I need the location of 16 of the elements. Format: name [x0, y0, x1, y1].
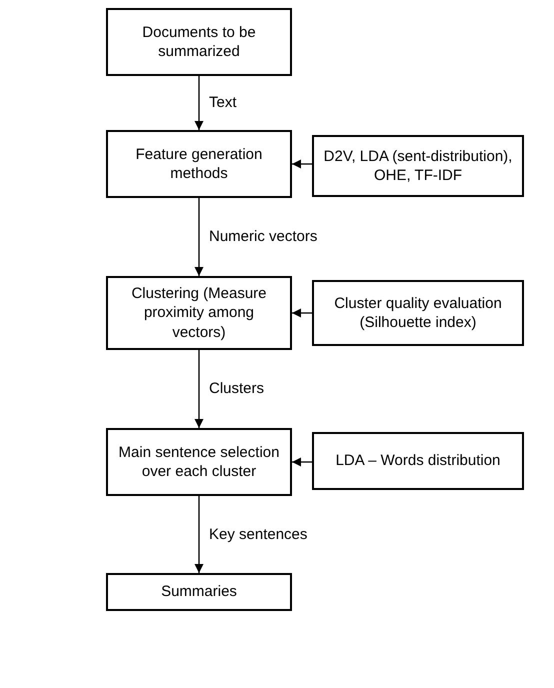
process-box: Clustering (Measure proximity among vectors) — [106, 276, 292, 350]
arrow — [194, 496, 204, 573]
arrow — [194, 350, 204, 428]
process-box: Summaries — [106, 573, 292, 611]
arrow — [292, 308, 312, 318]
process-box: Feature generation methods — [106, 130, 292, 198]
arrow — [292, 457, 312, 467]
process-box: Main sentence selection over each cluster — [106, 428, 292, 496]
process-box: D2V, LDA (sent-distribution), OHE, TF-IDF — [312, 135, 524, 197]
arrow — [194, 76, 204, 130]
arrow — [292, 159, 312, 169]
edge-label: Key sentences — [207, 526, 310, 542]
process-box: LDA – Words distribution — [312, 432, 524, 490]
process-box: Cluster quality evaluation (Silhouette index) — [312, 280, 524, 346]
process-box: Documents to be summarized — [106, 8, 292, 76]
arrow — [194, 198, 204, 276]
